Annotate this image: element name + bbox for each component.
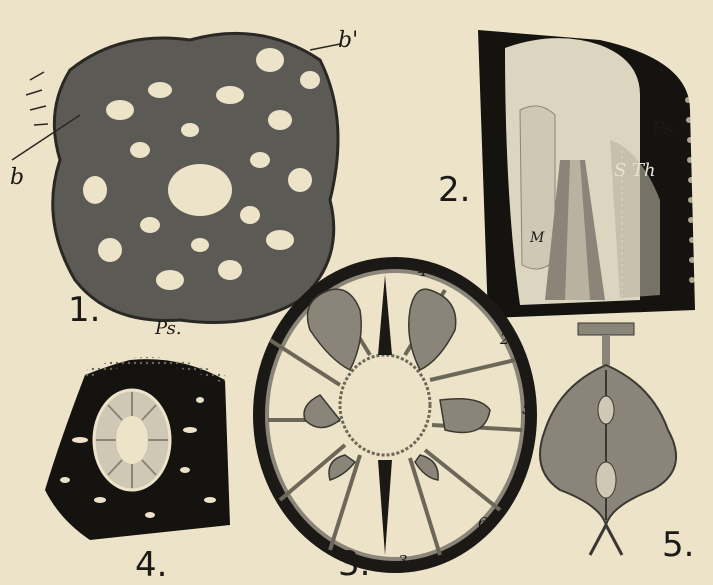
figure-2-label-m: M: [530, 230, 544, 246]
figure-2-label-th: Th: [632, 160, 656, 181]
figure-1-sponge-network: [12, 33, 340, 322]
figure-4-number: 4.: [135, 545, 167, 585]
figure-1-number: 1.: [68, 290, 100, 330]
figure-2-label-s: S: [614, 160, 626, 181]
figure-1-label-b: b: [10, 165, 24, 190]
figure-4-label-ps: Ps.: [155, 318, 182, 339]
figure-1-label-b-prime: b': [338, 28, 358, 53]
figure-2-longitudinal-section: [478, 30, 695, 318]
figure-3-sector-6: 6: [478, 514, 488, 532]
figure-4-body-section: [45, 359, 230, 540]
figure-3-number: 3.: [338, 544, 370, 584]
figure-3-sector-2: 2: [500, 330, 510, 348]
figure-3-sector-4: 4: [418, 262, 428, 280]
figure-3-cross-section: [253, 257, 537, 573]
figure-3-sector-3: 3: [398, 552, 408, 570]
figure-3-sector-5: 5: [522, 400, 532, 418]
figure-2-number: 2.: [438, 170, 470, 210]
figure-5-number: 5.: [662, 525, 694, 565]
figure-5-heart-section: [540, 323, 676, 555]
figure-3-sector-1: 1: [512, 466, 522, 484]
figure-2-label-ps: Ps.: [652, 118, 679, 139]
